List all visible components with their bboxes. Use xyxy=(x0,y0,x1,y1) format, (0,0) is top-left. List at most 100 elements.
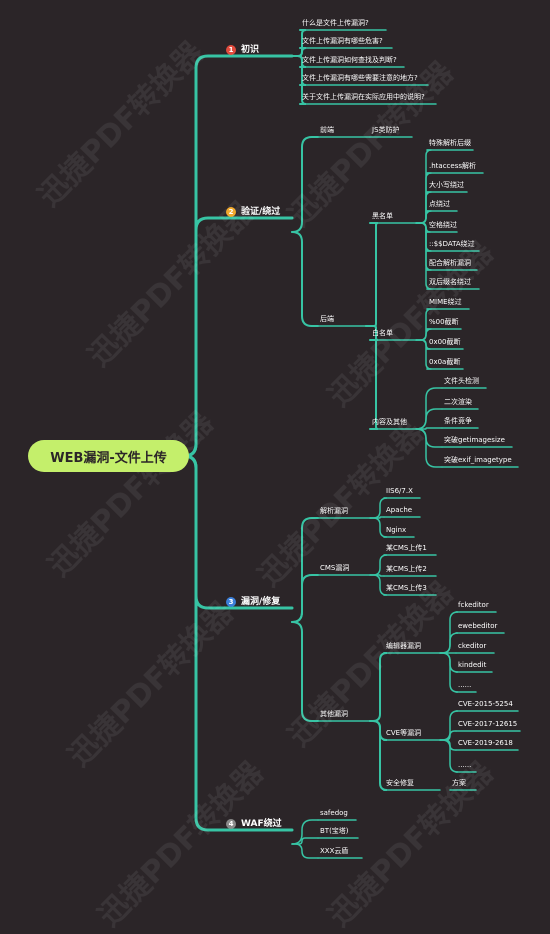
connector xyxy=(291,621,319,722)
blacklist-item[interactable]: .htaccess解析 xyxy=(429,162,476,170)
root-node[interactable]: WEB漏洞-文件上传 xyxy=(28,440,189,472)
fix-node[interactable]: 安全修复 xyxy=(386,779,414,787)
connector xyxy=(365,222,379,327)
cve-item[interactable]: CVE-2015-5254 xyxy=(458,700,513,708)
connector xyxy=(291,574,319,623)
connector xyxy=(183,454,294,610)
editor-item[interactable]: kindedit xyxy=(458,661,487,669)
connector xyxy=(291,47,307,57)
editor-node[interactable]: 编辑器漏洞 xyxy=(386,642,421,650)
cms-item[interactable]: 某CMS上传2 xyxy=(386,565,427,573)
connector xyxy=(439,652,459,693)
connector xyxy=(291,517,319,623)
front-node[interactable]: 前端 xyxy=(320,126,334,134)
cve-item[interactable]: ...... xyxy=(458,761,472,769)
branch-3[interactable]: 3 漏洞/修复 xyxy=(226,597,280,607)
branch-label: 初识 xyxy=(241,44,260,55)
connector xyxy=(439,730,457,741)
number-badge-icon: 4 xyxy=(226,819,236,829)
blacklist-item[interactable]: 空格绕过 xyxy=(429,221,457,229)
connector xyxy=(291,231,319,327)
question-item[interactable]: 文件上传漏洞有哪些危害? xyxy=(302,37,383,45)
cve-item[interactable]: CVE-2019-2618 xyxy=(458,739,513,747)
connector xyxy=(369,652,388,722)
connector xyxy=(415,427,443,430)
connector xyxy=(365,325,379,430)
connector xyxy=(369,574,385,577)
fix-child[interactable]: 方案 xyxy=(452,779,466,787)
blacklist-node[interactable]: 黑名单 xyxy=(372,212,393,220)
cms-item[interactable]: 某CMS上传3 xyxy=(386,584,427,592)
connector xyxy=(415,428,443,468)
connector xyxy=(439,710,459,741)
connector xyxy=(369,720,388,791)
question-item[interactable]: 什么是文件上传漏洞? xyxy=(302,19,369,27)
question-item[interactable]: 文件上传漏洞如何查找及判断? xyxy=(302,56,397,64)
connector xyxy=(291,843,319,859)
waf-item[interactable]: safedog xyxy=(320,809,348,817)
connector xyxy=(291,837,319,845)
parse-item[interactable]: Nginx xyxy=(386,526,407,534)
content-item[interactable]: 二次渲染 xyxy=(444,398,472,406)
number-badge-icon: 3 xyxy=(226,597,236,607)
other-node[interactable]: 其他漏洞 xyxy=(320,710,348,718)
editor-item[interactable]: ...... xyxy=(458,681,472,689)
connector xyxy=(183,216,294,458)
editor-item[interactable]: fckeditor xyxy=(458,601,489,609)
blacklist-item[interactable]: 特殊解析后缀 xyxy=(429,139,471,147)
blacklist-item[interactable]: ::$$DATA绕过 xyxy=(429,240,475,248)
parse-item[interactable]: IIS6/7.X xyxy=(386,487,413,495)
cve-item[interactable]: CVE-2017-12615 xyxy=(458,720,518,728)
mind-map: 迅捷PDF转换器迅捷PDF转换器迅捷PDF转换器迅捷PDF转换器迅捷PDF转换器… xyxy=(28,19,521,934)
cms-node[interactable]: CMS漏洞 xyxy=(320,564,350,572)
content-node[interactable]: 内容及其他 xyxy=(372,418,407,426)
connector xyxy=(415,408,443,430)
branch-connectors xyxy=(183,29,521,859)
content-item[interactable]: 突破exif_imagetype xyxy=(444,456,512,464)
whitelist-item[interactable]: %00截断 xyxy=(429,318,459,326)
blacklist-item[interactable]: 点绕过 xyxy=(429,200,450,208)
parse-item[interactable]: Apache xyxy=(386,506,413,514)
waf-item[interactable]: BT(宝塔) xyxy=(320,827,349,835)
whitelist-node[interactable]: 白名单 xyxy=(372,329,393,337)
back-node[interactable]: 后端 xyxy=(320,315,334,323)
connector xyxy=(291,819,319,845)
branch-label: WAF绕过 xyxy=(241,818,282,829)
connector xyxy=(439,632,459,654)
connector xyxy=(291,136,319,233)
branch-1[interactable]: 1 初识 xyxy=(226,45,259,55)
waf-item[interactable]: XXX云盾 xyxy=(320,847,349,855)
front-child[interactable]: JS类防护 xyxy=(372,126,400,134)
whitelist-item[interactable]: MIME绕过 xyxy=(429,298,462,306)
number-badge-icon: 1 xyxy=(226,45,236,55)
question-item[interactable]: 文件上传漏洞有哪些需要注意的地方? xyxy=(302,74,418,82)
connector xyxy=(439,739,459,773)
cve-node[interactable]: CVE等漏洞 xyxy=(386,729,422,737)
whitelist-item[interactable]: 0x0a截断 xyxy=(429,358,461,366)
connector xyxy=(183,54,294,458)
whitelist-item[interactable]: 0x00截断 xyxy=(429,338,461,346)
blacklist-item[interactable]: 双后缀名绕过 xyxy=(429,278,471,286)
editor-item[interactable]: ewebeditor xyxy=(458,622,498,630)
branch-4[interactable]: 4 WAF绕过 xyxy=(226,819,282,829)
blacklist-item[interactable]: 大小写绕过 xyxy=(429,181,464,189)
connector xyxy=(369,554,388,576)
branch-2[interactable]: 2 验证/绕过 xyxy=(226,207,280,217)
connector xyxy=(183,454,294,832)
parse-node[interactable]: 解析漏洞 xyxy=(320,507,348,515)
content-item[interactable]: 文件头检测 xyxy=(444,377,479,385)
content-item[interactable]: 条件竞争 xyxy=(444,417,472,425)
question-item[interactable]: 关于文件上传漏洞在实际应用中的说明? xyxy=(302,93,425,101)
connector xyxy=(415,428,443,448)
connector xyxy=(369,574,388,596)
cms-item[interactable]: 某CMS上传1 xyxy=(386,544,427,552)
number-badge-icon: 2 xyxy=(226,207,236,217)
content-item[interactable]: 突破getimagesize xyxy=(444,436,505,444)
editor-item[interactable]: ckeditor xyxy=(458,642,487,650)
connector xyxy=(369,516,385,519)
branch-label: 验证/绕过 xyxy=(241,206,281,217)
branch-label: 漏洞/修复 xyxy=(241,596,281,607)
connector xyxy=(369,497,388,519)
connector xyxy=(369,517,388,538)
blacklist-item[interactable]: 配合解析漏洞 xyxy=(429,259,471,267)
